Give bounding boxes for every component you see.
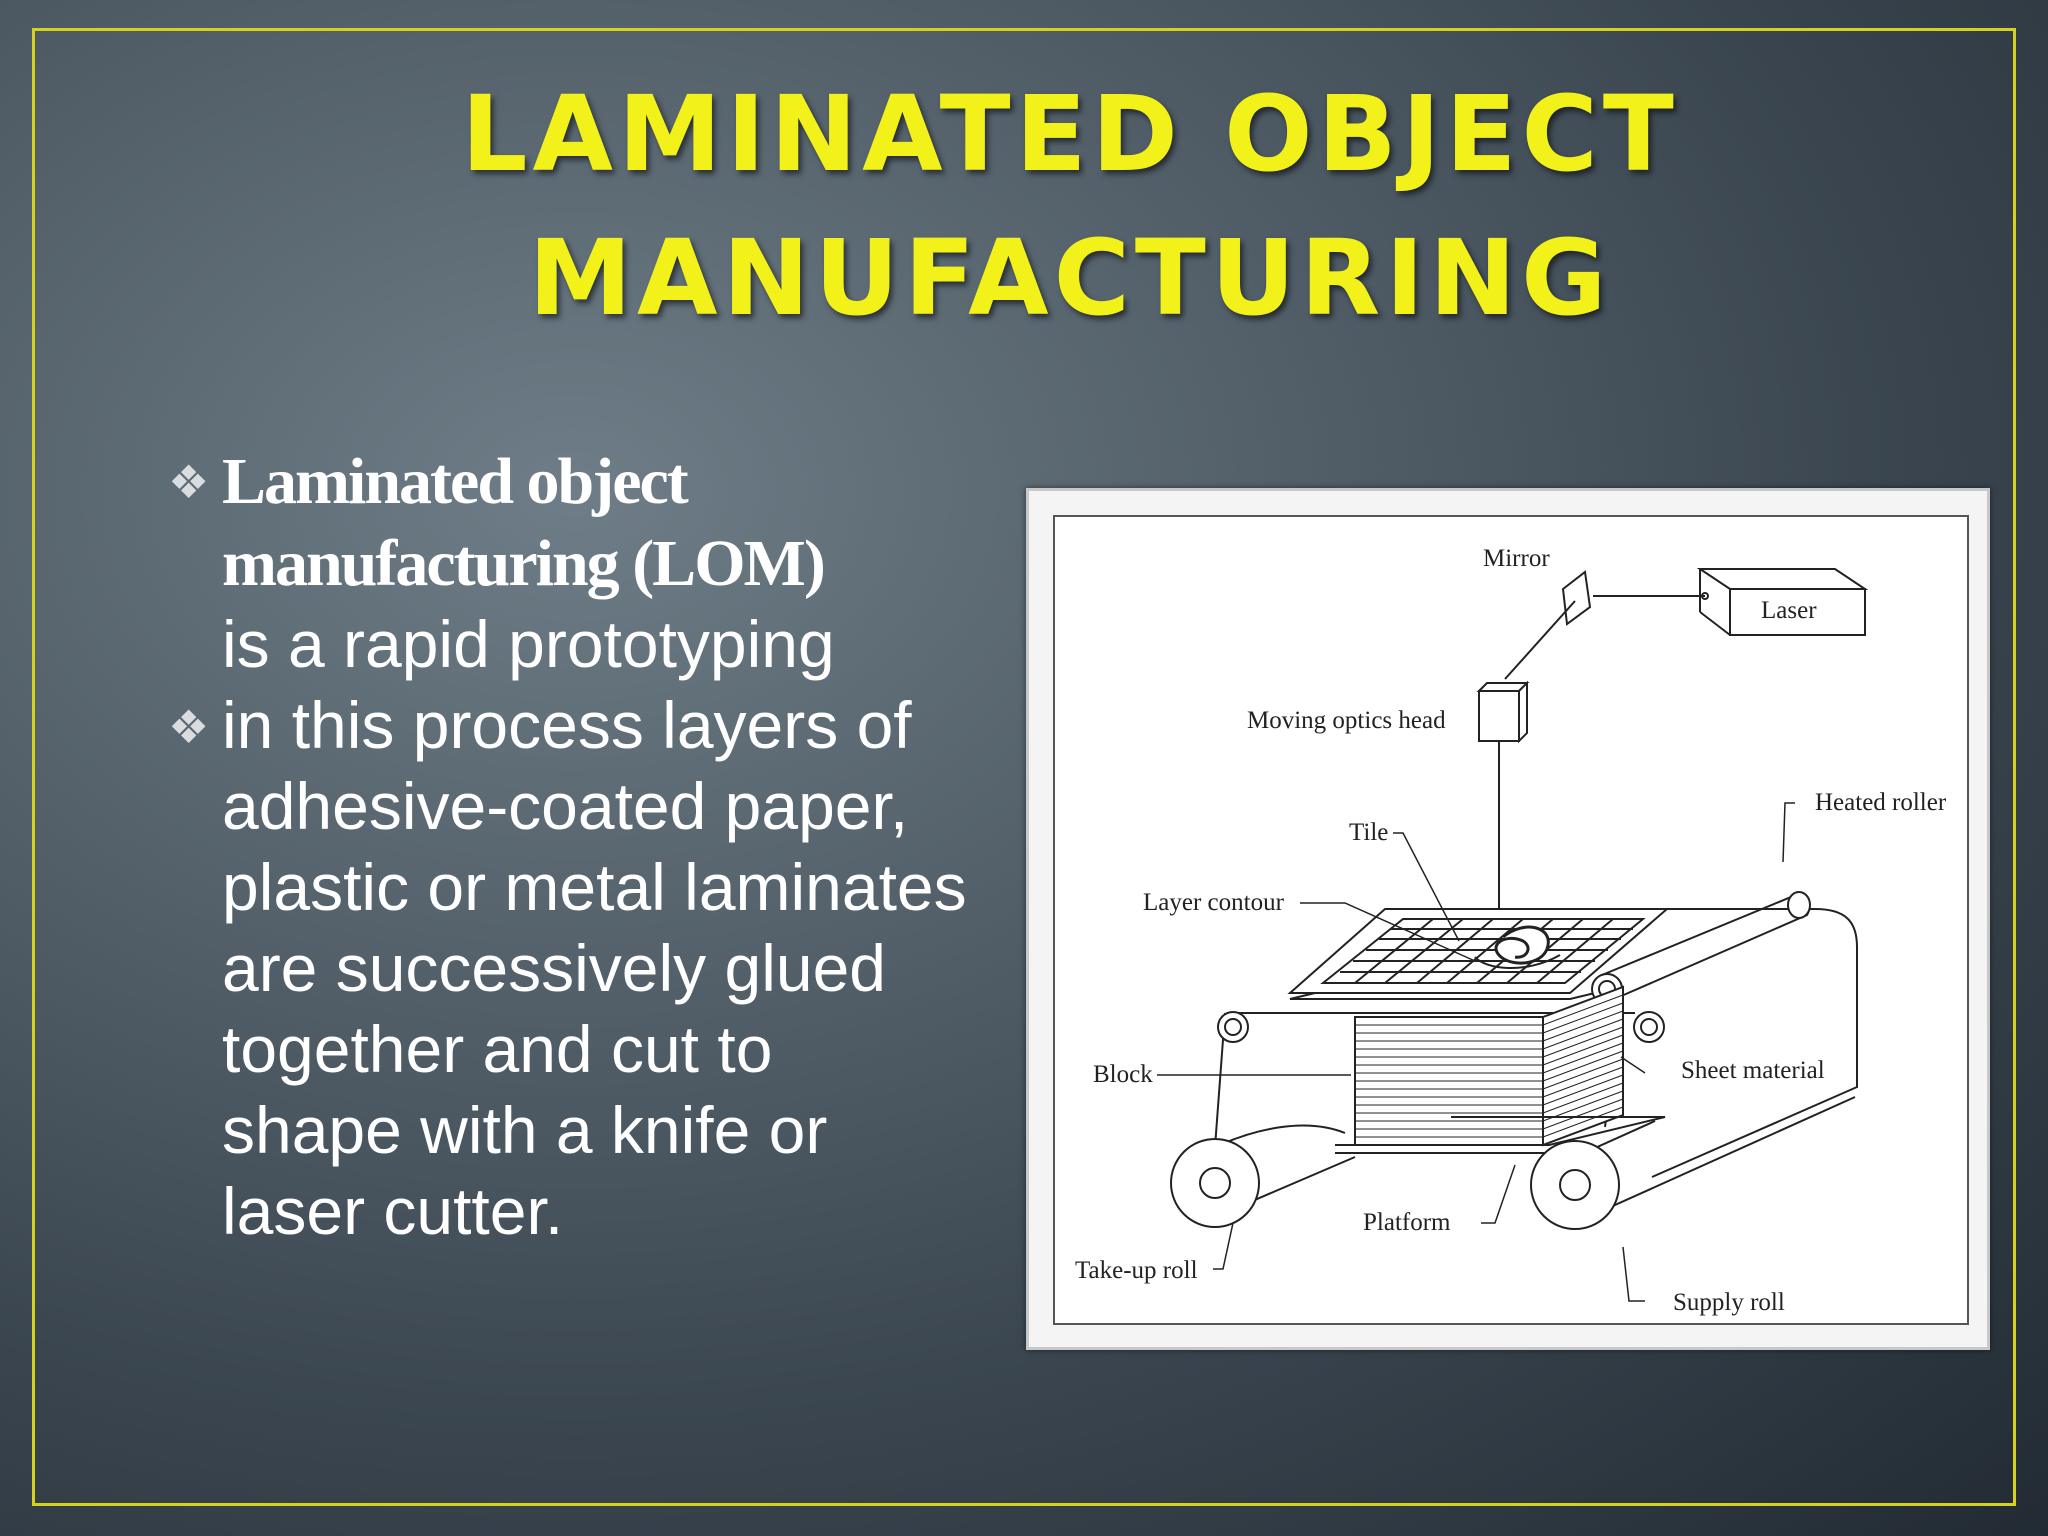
platform-shape	[1335, 1116, 1666, 1154]
laser-box	[1696, 568, 1869, 636]
lom-diagram-figure: Mirror Laser Moving optics head Heated r…	[1026, 488, 1990, 1350]
heated-roller-shape	[1601, 891, 1811, 998]
block-stack	[1354, 985, 1624, 1147]
title-line-2: MANUFACTURING	[528, 217, 1612, 339]
bullet-abbr-open: (	[617, 527, 654, 600]
label-block: Block	[1093, 1061, 1153, 1088]
bullet-1-text: is a rapid prototyping	[222, 607, 835, 681]
title-line-1: LAMINATED OBJECT	[461, 73, 1679, 195]
optics-head-shape	[1476, 680, 1530, 744]
label-laser: Laser	[1761, 597, 1817, 624]
label-layer-contour: Layer contour	[1143, 889, 1284, 916]
bullet-abbr-close: )	[803, 527, 826, 600]
label-take-up-roll: Take-up roll	[1075, 1257, 1198, 1284]
take-up-roll-shape	[1170, 1124, 1356, 1228]
slide-frame	[32, 28, 2016, 1506]
label-moving-optics-head: Moving optics head	[1247, 707, 1446, 734]
label-mirror: Mirror	[1483, 545, 1550, 572]
label-sheet-material: Sheet material	[1681, 1057, 1825, 1084]
lom-diagram: Mirror Laser Moving optics head Heated r…	[1053, 515, 1969, 1325]
bullet-term: Laminated object manufacturing	[222, 445, 689, 600]
bullet-item-2: ❖ in this process layers of adhesive-coa…	[168, 685, 968, 1252]
lom-diagram-drawing	[1157, 568, 1869, 1302]
label-platform: Platform	[1363, 1209, 1451, 1236]
slide-title: LAMINATED OBJECT MANUFACTURING	[440, 62, 1700, 350]
top-plate	[1287, 908, 1670, 1000]
supply-roll-shape	[1530, 1096, 1856, 1230]
bullet-2-text: in this process layers of adhesive-coate…	[222, 688, 967, 1248]
diamond-bullet-icon: ❖	[168, 456, 210, 508]
bullet-list: ❖ Laminated object manufacturing (LOM) i…	[168, 440, 968, 1252]
diamond-bullet-icon: ❖	[168, 701, 210, 753]
label-supply-roll: Supply roll	[1673, 1289, 1785, 1316]
mirror-shape	[1561, 570, 1592, 626]
leader-lines	[1157, 802, 1795, 1302]
label-heated-roller: Heated roller	[1815, 789, 1947, 816]
label-tile: Tile	[1349, 819, 1389, 846]
bullet-abbr: LOM	[652, 527, 806, 600]
bullet-item-1: ❖ Laminated object manufacturing (LOM) i…	[168, 440, 968, 685]
